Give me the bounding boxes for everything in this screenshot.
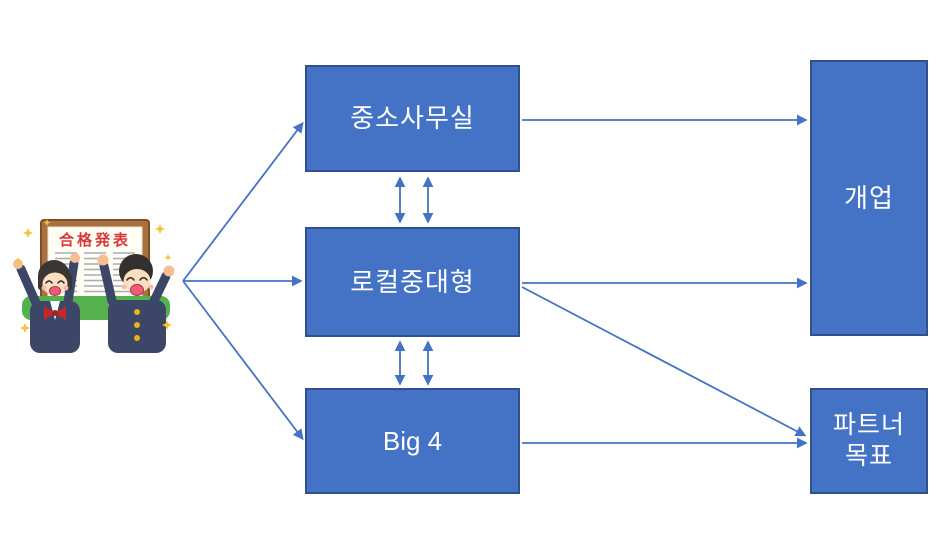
arrow-clipart-to-small-office bbox=[182, 121, 304, 282]
node-open-practice: 개업 bbox=[810, 60, 928, 336]
student-girl bbox=[13, 253, 80, 353]
node-small-medium-office: 중소사무실 bbox=[305, 65, 520, 172]
board-title-text: 合格発表 bbox=[58, 231, 131, 249]
arrow-local-to-partner bbox=[521, 286, 807, 437]
node-partner-goal: 파트너 목표 bbox=[810, 388, 928, 494]
exam-pass-celebration-clipart: 合格発表 bbox=[13, 219, 175, 353]
student-boy bbox=[97, 254, 175, 353]
node-big4: Big 4 bbox=[305, 388, 520, 494]
node-local-mid-large: 로컬중대형 bbox=[305, 227, 520, 337]
girl-red-bow bbox=[44, 306, 66, 320]
boy-uniform-buttons bbox=[134, 309, 140, 341]
sparkle-icons bbox=[14, 219, 172, 333]
arrow-clipart-to-big4 bbox=[182, 280, 304, 441]
